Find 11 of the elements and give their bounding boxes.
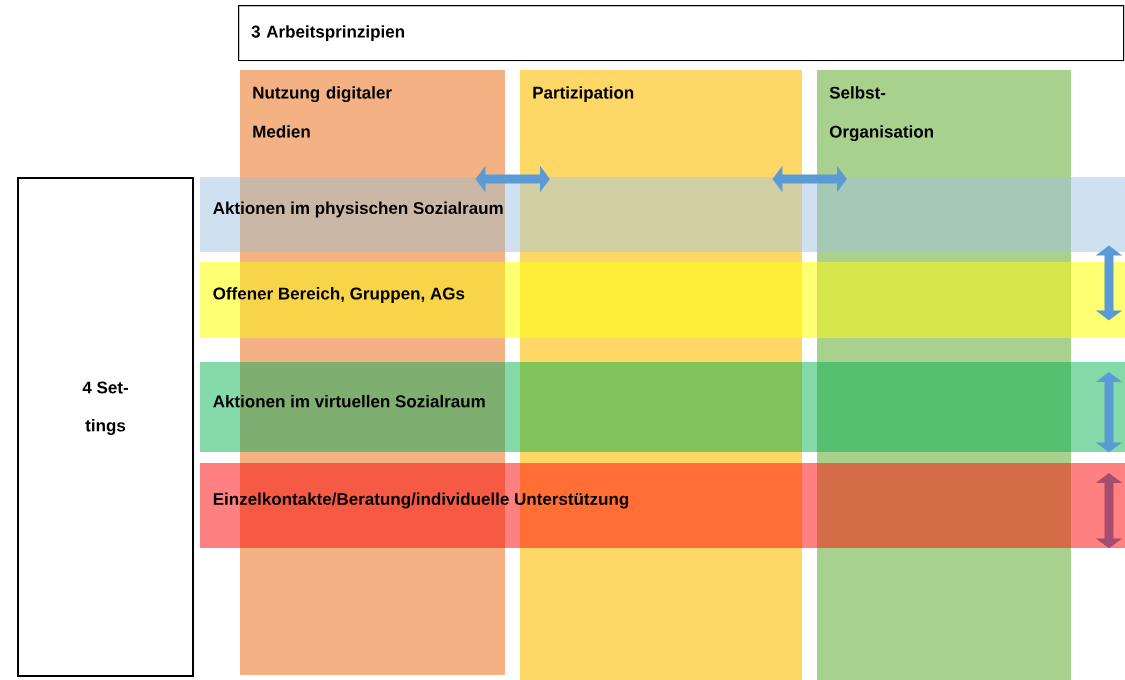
double-arrow: [1095, 245, 1123, 321]
double-arrow: [475, 165, 550, 193]
double-arrow: [1095, 372, 1123, 453]
setting-band: Einzelkontakte/Beratung/individuelle Unterstützung: [200, 463, 1125, 548]
setting-band: Aktionen im virtuellen Sozialraum: [200, 362, 1125, 452]
setting-band: Aktionen im physischen Sozialraum: [200, 177, 1125, 252]
setting-band: Offener Bereich, Gruppen, AGs: [200, 262, 1125, 338]
double-arrow: [1095, 473, 1123, 549]
heading-box: 3 Arbeitsprinzipien: [238, 5, 1125, 62]
double-arrow: [772, 165, 847, 193]
settings-box: 4 Set-tings: [17, 177, 194, 677]
